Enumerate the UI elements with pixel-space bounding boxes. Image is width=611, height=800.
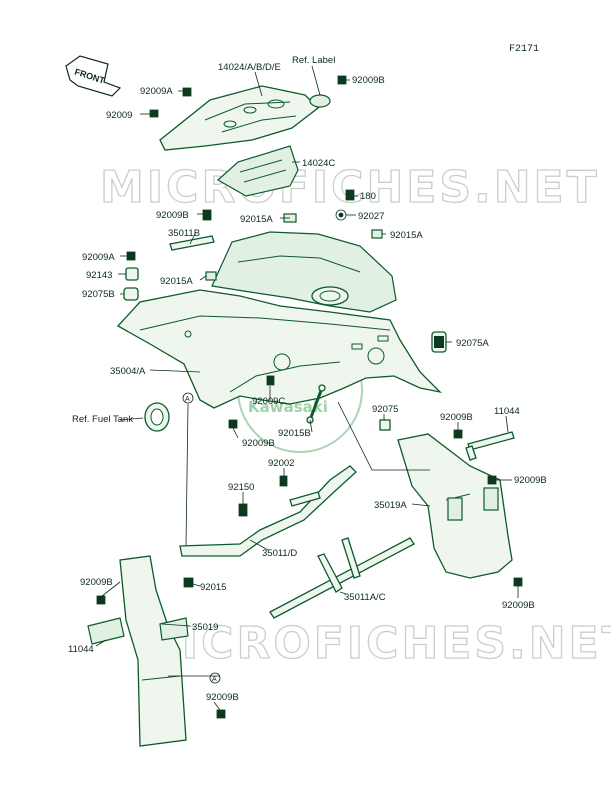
label-35019a: 35019A — [374, 500, 407, 511]
label-92143: 92143 — [86, 270, 112, 281]
label-92009b-c: 92009B — [242, 438, 275, 449]
fuel-tank-ring — [144, 402, 170, 432]
label-92015b: 92015B — [278, 428, 311, 439]
stay-35011ac — [269, 537, 415, 619]
watermark-top-text: MICROFICHES.NET — [100, 162, 600, 213]
label-92009-top: 92009 — [106, 110, 132, 121]
label-92015a-mid: 92015A — [240, 214, 273, 225]
figure-code: F2171 — [509, 44, 539, 55]
label-92150: 92150 — [228, 482, 254, 493]
ref-a-bottom-text: A — [212, 676, 217, 683]
label-92009b-top: 92009B — [352, 75, 385, 86]
bracket-14024c — [216, 145, 299, 197]
watermark-logo-text: Kawasaki — [248, 398, 328, 416]
label-92027: 92027 — [358, 211, 384, 222]
label-11044-r: 11044 — [494, 406, 520, 417]
front-arrow: FRONT — [65, 55, 122, 97]
mudguard-35019 — [87, 555, 189, 747]
label-92009b-l: 92009B — [80, 577, 113, 588]
label-92015a-right: 92015A — [390, 230, 423, 241]
label-180: 180 — [360, 191, 376, 202]
fasteners — [96, 75, 523, 719]
label-92075b: 92075B — [82, 289, 115, 300]
watermark: MICROFICHES.NET MICROFICHES.NET Kawasaki — [99, 161, 611, 669]
label-92075: 92075 — [372, 404, 398, 415]
label-ref-fuel-tank: Ref. Fuel Tank — [72, 414, 133, 425]
label-92002: 92002 — [268, 458, 294, 469]
label-92009b-r1: 92009B — [440, 412, 473, 423]
label-92015: 92015 — [200, 582, 226, 593]
label-92015a-left: 92015A — [160, 276, 193, 287]
ref-a-top: A — [182, 392, 194, 404]
stay-92015b — [306, 384, 326, 424]
label-92009a-left: 92009A — [82, 252, 115, 263]
mudguard-35019a — [397, 433, 513, 579]
ref-label-disc — [309, 94, 331, 108]
label-92009c: 92009C — [252, 396, 285, 407]
top-cover-14024 — [159, 85, 319, 151]
label-92009b-r2: 92009B — [514, 475, 547, 486]
label-92009b-r3: 92009B — [502, 600, 535, 611]
label-11044-l: 11044 — [68, 644, 94, 655]
stay-35011d — [179, 465, 357, 557]
label-92009a-top: 92009A — [140, 86, 173, 97]
ref-a-bottom: A — [209, 672, 221, 684]
label-14024: 14024/A/B/D/E — [218, 62, 281, 73]
ref-a-top-text: A — [185, 396, 190, 403]
label-ref-label: Ref. Label — [292, 55, 335, 66]
label-35011ac: 35011A/C — [344, 592, 386, 603]
label-14024c: 14024C — [302, 158, 335, 169]
label-35011b: 35011B — [168, 228, 200, 239]
grommet-92075a — [431, 331, 447, 353]
watermark-bottom-text: MICROFICHES.NET — [135, 618, 611, 669]
callout-labels: 14024/A/B/D/E Ref. Label 92009B 92009A 9… — [68, 55, 547, 703]
label-92075a: 92075A — [456, 338, 489, 349]
front-fender-35004 — [116, 289, 442, 409]
label-92009b-mid: 92009B — [156, 210, 189, 221]
label-35019: 35019 — [192, 622, 218, 633]
label-35004a: 35004/A — [110, 366, 146, 377]
stay-35011b — [169, 235, 215, 251]
inner-fender — [211, 231, 397, 313]
bracket-11044-right — [465, 431, 515, 461]
leader-lines — [95, 65, 519, 711]
label-35011d: 35011/D — [262, 548, 297, 559]
label-92009b-b: 92009B — [206, 692, 239, 703]
